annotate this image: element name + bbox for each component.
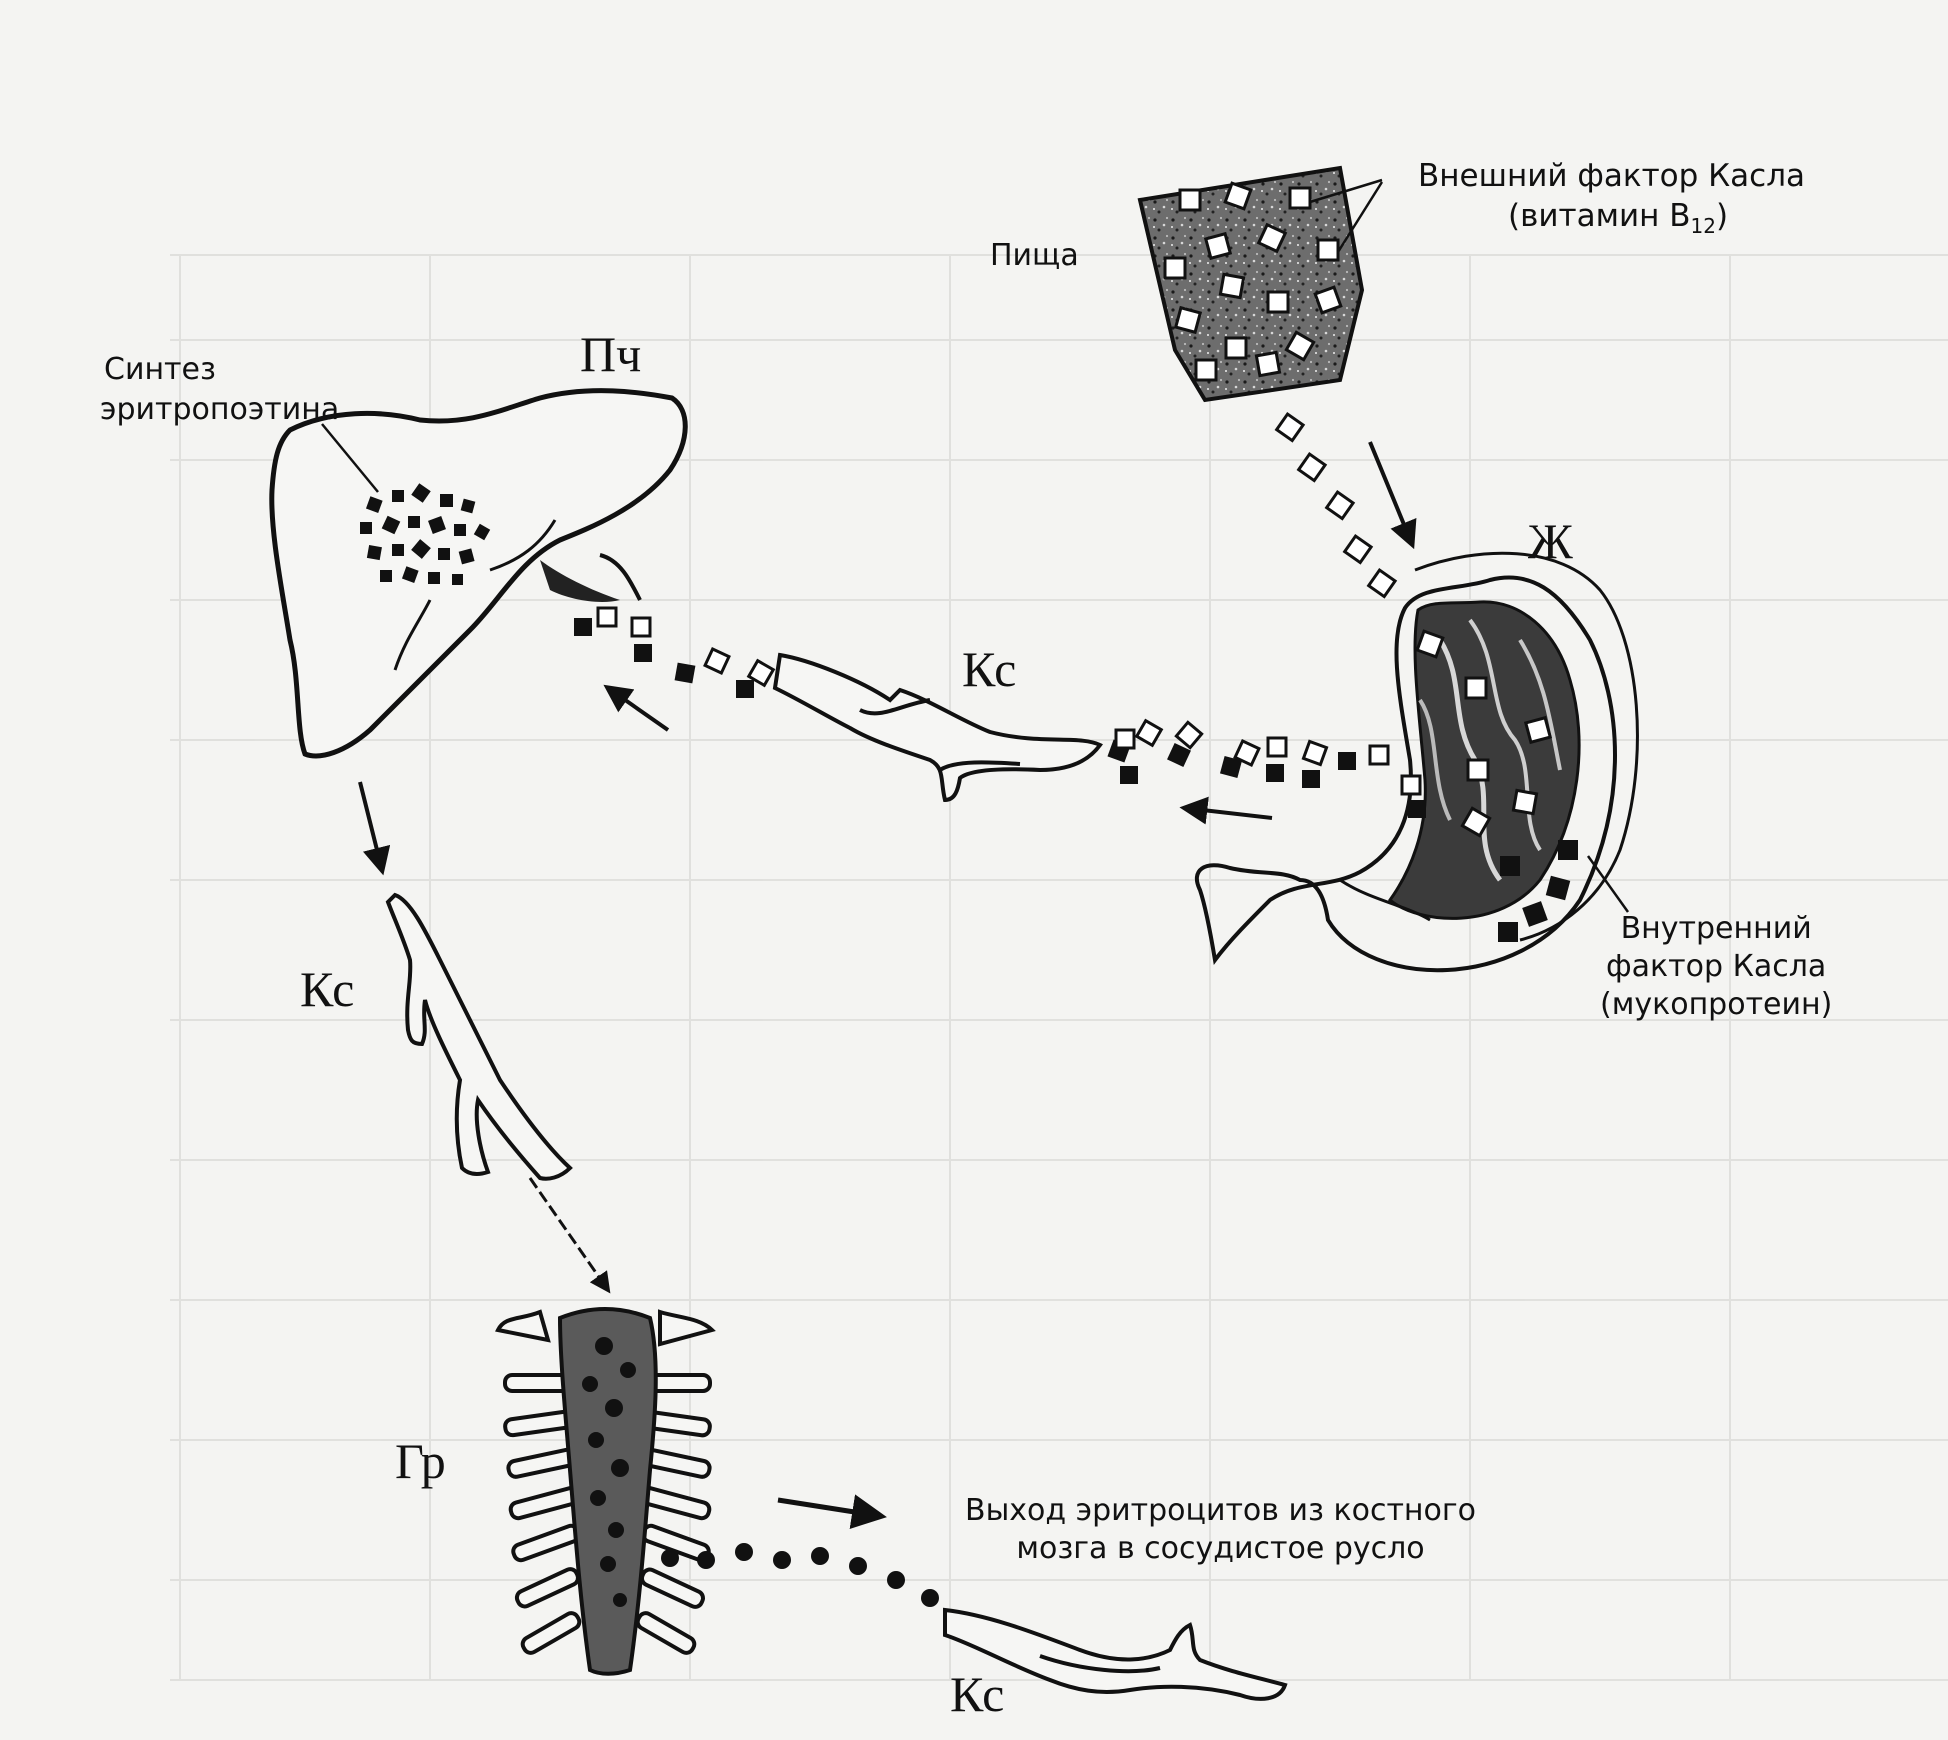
bone-marrow-label: Гр <box>395 1433 446 1489</box>
vessel-bottom-label: Кс <box>950 1666 1005 1722</box>
arrow-vessel-to-marrow <box>528 1177 611 1294</box>
vessel-top-label: Кс <box>962 641 1017 697</box>
vessel-top <box>772 652 1103 803</box>
erythropoietin-cluster <box>360 483 491 585</box>
arrow-liver-to-vessel <box>358 781 391 876</box>
vitamin-b12-squares <box>1163 181 1343 382</box>
intrinsic-leader <box>1586 855 1630 913</box>
arrow-stomach-to-vessel <box>1179 796 1273 825</box>
vessel-bottom <box>943 1607 1288 1701</box>
bone-marrow-illustration <box>495 1307 716 1676</box>
liver-label: Пч <box>580 326 642 382</box>
food-block <box>1137 165 1384 403</box>
intrinsic-factor-label: Внутренний фактор Касла (мукопротеин) <box>1600 911 1833 1022</box>
stomach-label: Ж <box>1528 513 1573 569</box>
extrinsic-factor-line1: Внешний фактор Касла <box>1418 158 1806 194</box>
erythrocyte-dots <box>661 1543 939 1607</box>
extrinsic-factor-label: Внешний фактор Касла (витамин B12) <box>1418 158 1805 238</box>
vessel-left <box>385 892 573 1181</box>
arrow-vessel-to-liver <box>603 684 670 732</box>
vessel-left-label: Кс <box>300 961 355 1017</box>
stomach-illustration <box>1194 551 1639 973</box>
synthesis-label: Синтез эритропоэтина <box>100 352 340 427</box>
b12-path-food-to-stomach <box>1274 411 1398 599</box>
extrinsic-leader-1 <box>1309 178 1383 204</box>
liver-illustration <box>269 388 688 759</box>
extrinsic-factor-line2: (витамин B12) <box>1508 198 1729 239</box>
extrinsic-leader-2 <box>1336 181 1384 253</box>
arrow-food-to-stomach <box>1368 441 1417 550</box>
arrow-marrow-to-vessel <box>777 1494 887 1529</box>
synthesis-leader <box>321 423 379 493</box>
intrinsic-factor-squares <box>1498 840 1578 942</box>
erythrocyte-exit-label: Выход эритроцитов из костного мозга в со… <box>965 1493 1477 1566</box>
b12-complex-path-stomach-to-vessel <box>1107 718 1426 818</box>
food-label: Пища <box>990 238 1079 273</box>
